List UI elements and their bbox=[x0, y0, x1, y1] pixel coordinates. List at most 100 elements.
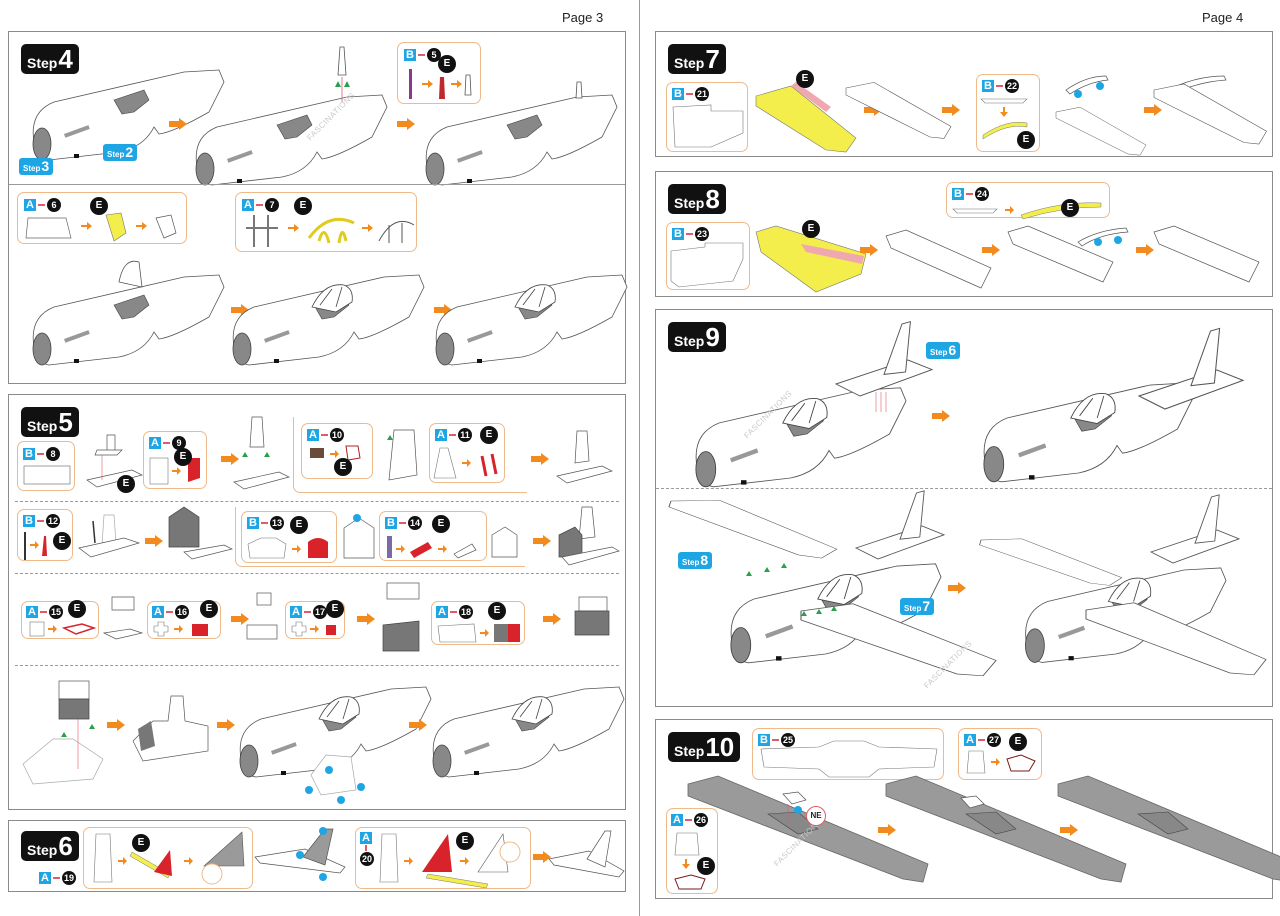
part-number: 22 bbox=[1005, 79, 1019, 93]
part-number: 23 bbox=[695, 227, 709, 241]
part-number: 11 bbox=[458, 428, 472, 442]
row-separator bbox=[656, 488, 1272, 489]
seat-panels-assembly bbox=[168, 506, 234, 560]
part-number: 9 bbox=[172, 436, 186, 450]
box-fold-steps bbox=[153, 621, 208, 637]
box-base-assembly bbox=[102, 596, 144, 640]
sheet-letter: A bbox=[26, 606, 38, 618]
seat-stick-assembly bbox=[78, 514, 141, 558]
bend-callout-e: E bbox=[438, 55, 456, 73]
bend-callout-e: E bbox=[334, 458, 352, 476]
sheet-letter: A bbox=[242, 199, 254, 211]
ref-word: Step bbox=[107, 150, 125, 159]
part-number: 10 bbox=[330, 428, 344, 442]
sheet-letter: B bbox=[247, 517, 259, 529]
bend-callout-e: E bbox=[290, 516, 308, 534]
antenna-fold-steps bbox=[409, 69, 472, 99]
seat-base-flat bbox=[23, 465, 71, 485]
bend-callout-e: E bbox=[488, 602, 506, 620]
wing-complete bbox=[1153, 225, 1260, 283]
bend-callout-e: E bbox=[480, 426, 498, 444]
bend-callout-e: E bbox=[1017, 131, 1035, 149]
sheet-letter: B bbox=[23, 515, 35, 527]
sheet-letter: B bbox=[982, 80, 994, 92]
part-number: 16 bbox=[175, 605, 189, 619]
radio-box-assembly bbox=[382, 582, 420, 652]
plane-assembled bbox=[970, 494, 1267, 676]
sheet-letter: B bbox=[758, 734, 770, 746]
sheet-part-label: B 13 bbox=[247, 516, 284, 530]
step-2-reference: Step 2 bbox=[103, 144, 138, 161]
ref-number: 6 bbox=[948, 342, 957, 358]
step-number: 5 bbox=[58, 407, 73, 437]
fuselage-tail-attach bbox=[686, 321, 933, 490]
step-4-badge: Step 4 bbox=[21, 44, 79, 74]
section-separator bbox=[9, 184, 625, 185]
control-stick-fold-steps bbox=[24, 532, 47, 560]
part-number: 25 bbox=[781, 733, 795, 747]
sheet-letter: B bbox=[672, 228, 684, 240]
part-number: 17 bbox=[313, 605, 327, 619]
step-number: 8 bbox=[705, 184, 720, 214]
tail-assembly bbox=[254, 827, 346, 881]
step-number: 9 bbox=[705, 322, 720, 352]
step-word: Step bbox=[674, 195, 705, 211]
part-number: 13 bbox=[270, 516, 284, 530]
fuselage-canopy-frame-illustration bbox=[224, 257, 424, 377]
step-number: 4 bbox=[58, 44, 73, 74]
step-word: Step bbox=[674, 743, 705, 759]
ref-number: 7 bbox=[922, 598, 931, 614]
headrest-fold-steps bbox=[310, 445, 361, 461]
step-8-badge: Step 8 bbox=[668, 184, 726, 214]
part-19-callout: E bbox=[83, 827, 253, 889]
bend-callout-e: E bbox=[117, 475, 135, 493]
wing-underside-radiator bbox=[885, 775, 1127, 883]
part-22-callout: B 22 E bbox=[976, 74, 1040, 152]
bend-callout-e: E bbox=[796, 70, 814, 88]
seat-headrest-assembly bbox=[387, 429, 418, 481]
sheet-part-label: B 23 bbox=[672, 227, 709, 241]
part-13-callout: B 13 E bbox=[241, 511, 337, 563]
sheet-letter: A bbox=[149, 437, 161, 449]
sheet-letter: A bbox=[671, 814, 683, 826]
seat-back-fold-steps bbox=[149, 457, 200, 485]
part-number: 27 bbox=[987, 733, 1001, 747]
panel-sub-assembly bbox=[343, 514, 375, 559]
wing-part-flat bbox=[670, 242, 744, 288]
wing-underside-flat bbox=[760, 740, 938, 778]
sheet-letter: B bbox=[385, 517, 397, 529]
step-word: Step bbox=[27, 55, 58, 71]
completed-seat bbox=[556, 430, 613, 484]
wing-folded bbox=[885, 229, 992, 289]
part-number: 5 bbox=[427, 48, 441, 62]
part-number: 7 bbox=[265, 198, 279, 212]
part-number: 20 bbox=[360, 852, 374, 866]
fin-fold-steps bbox=[379, 833, 521, 889]
bend-callout-e: E bbox=[802, 220, 820, 238]
sheet-letter: B bbox=[404, 49, 416, 61]
wing-part-flat bbox=[672, 104, 744, 148]
sheet-letter: A bbox=[964, 734, 976, 746]
box-base-fold-steps bbox=[29, 621, 97, 637]
stacked-box-assembly bbox=[246, 592, 278, 640]
cockpit-tub-complete bbox=[132, 695, 209, 762]
step-7-badge: Step 7 bbox=[668, 44, 726, 74]
